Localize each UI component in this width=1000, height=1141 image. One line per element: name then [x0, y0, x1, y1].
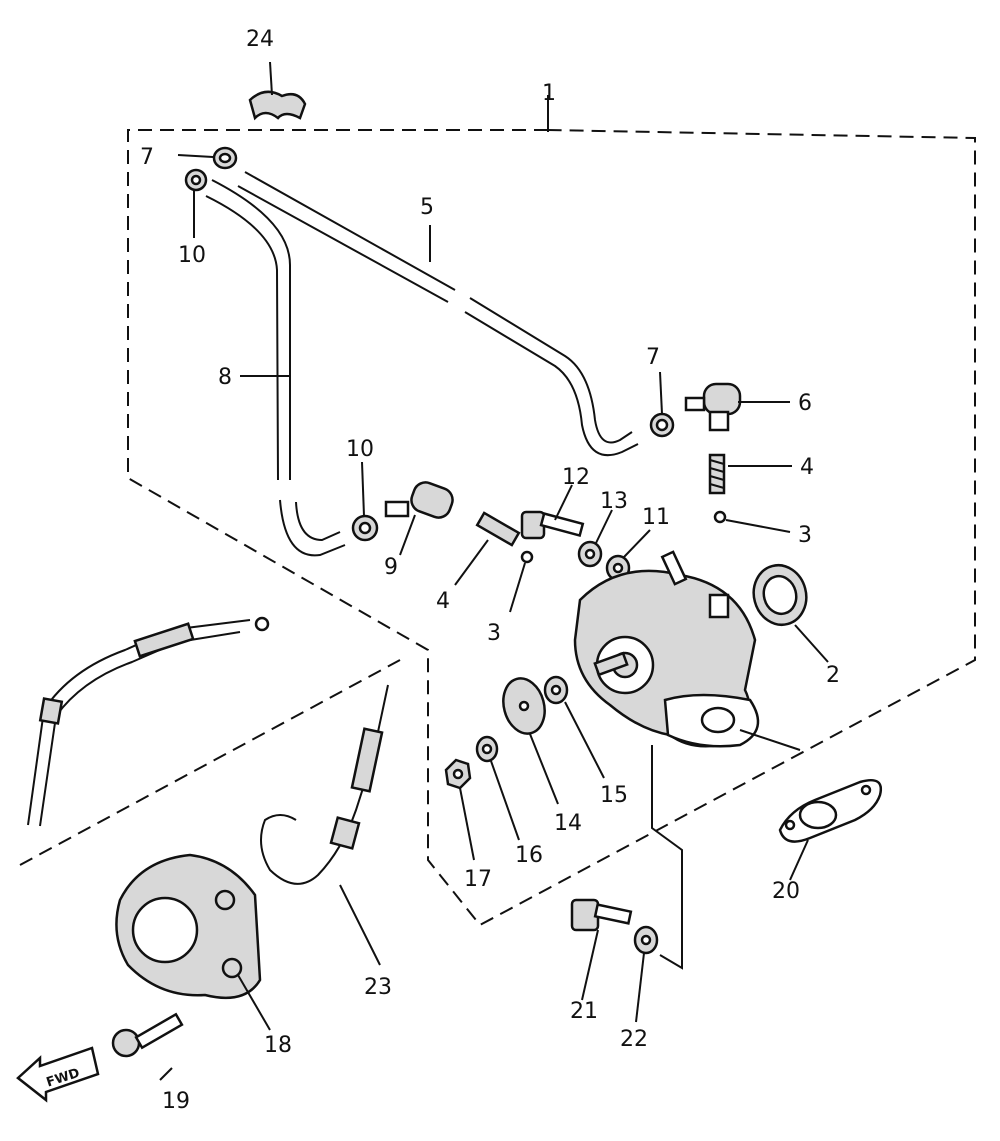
part-7-clamp-upper	[177, 146, 238, 170]
part-19-screw	[111, 1012, 184, 1081]
callout-11: 11	[642, 505, 670, 530]
part-10-clamp-upper	[184, 168, 208, 238]
assembly-divider	[19, 659, 401, 866]
part-9-fitting	[384, 481, 454, 556]
callout-14: 14	[554, 811, 582, 836]
callout-7-lower: 7	[646, 345, 660, 370]
part-3-ball-left	[509, 550, 534, 613]
callout-4-right: 4	[800, 455, 814, 480]
part-3-ball-right	[713, 510, 791, 533]
callout-1: 1	[542, 81, 556, 106]
part-6-fitting	[684, 382, 790, 432]
assembly-boundary	[127, 95, 976, 927]
callout-10-upper: 10	[178, 243, 206, 268]
callout-22: 22	[620, 1027, 648, 1052]
part-23-cable	[260, 684, 389, 966]
part-18-cover	[115, 853, 271, 1031]
callout-20: 20	[772, 879, 800, 904]
part-21-bolt	[570, 898, 633, 1001]
part-4-spring-left	[454, 511, 521, 586]
callout-6: 6	[798, 391, 812, 416]
callout-2: 2	[826, 663, 840, 688]
part-4-spring-right	[708, 453, 792, 495]
part-22-washer	[633, 745, 683, 1023]
part-10-clamp-lower	[351, 461, 379, 542]
part-2-oil-seal	[752, 564, 829, 663]
part-14-plate	[502, 677, 559, 805]
part-17-nut	[444, 758, 475, 861]
part-15-washer	[543, 675, 605, 779]
callout-21: 21	[570, 999, 598, 1024]
fwd-arrow-icon: FWD	[16, 1046, 100, 1103]
part-16-washer	[475, 735, 520, 841]
part-24-clamp	[248, 61, 307, 121]
callout-24: 24	[246, 27, 274, 52]
callout-5: 5	[420, 195, 434, 220]
callout-4-left: 4	[436, 589, 450, 614]
callout-8: 8	[218, 365, 232, 390]
callout-23: 23	[364, 975, 392, 1000]
part-20-gasket	[739, 729, 883, 881]
part-12-bolt	[520, 484, 585, 540]
callout-18: 18	[264, 1033, 292, 1058]
callout-7-upper: 7	[140, 145, 154, 170]
callout-3-right: 3	[798, 523, 812, 548]
callout-10-lower: 10	[346, 437, 374, 462]
callout-13: 13	[600, 489, 628, 514]
part-8-hose	[205, 179, 346, 557]
callout-labels: 24 1 7 10 5 8 7 6 10 4 12 13 11 3 9 4 3 …	[140, 27, 840, 1114]
callout-9: 9	[384, 555, 398, 580]
part-5-hose	[237, 171, 639, 457]
callout-15: 15	[600, 783, 628, 808]
oil-pump-body	[573, 550, 760, 748]
callout-16: 16	[515, 843, 543, 868]
callout-19: 19	[162, 1089, 190, 1114]
callout-12: 12	[562, 465, 590, 490]
part-13-washer	[577, 509, 613, 568]
callout-3-left: 3	[487, 621, 501, 646]
cable-left	[27, 616, 270, 827]
callout-17: 17	[464, 867, 492, 892]
part-7-clamp-lower	[649, 371, 675, 438]
